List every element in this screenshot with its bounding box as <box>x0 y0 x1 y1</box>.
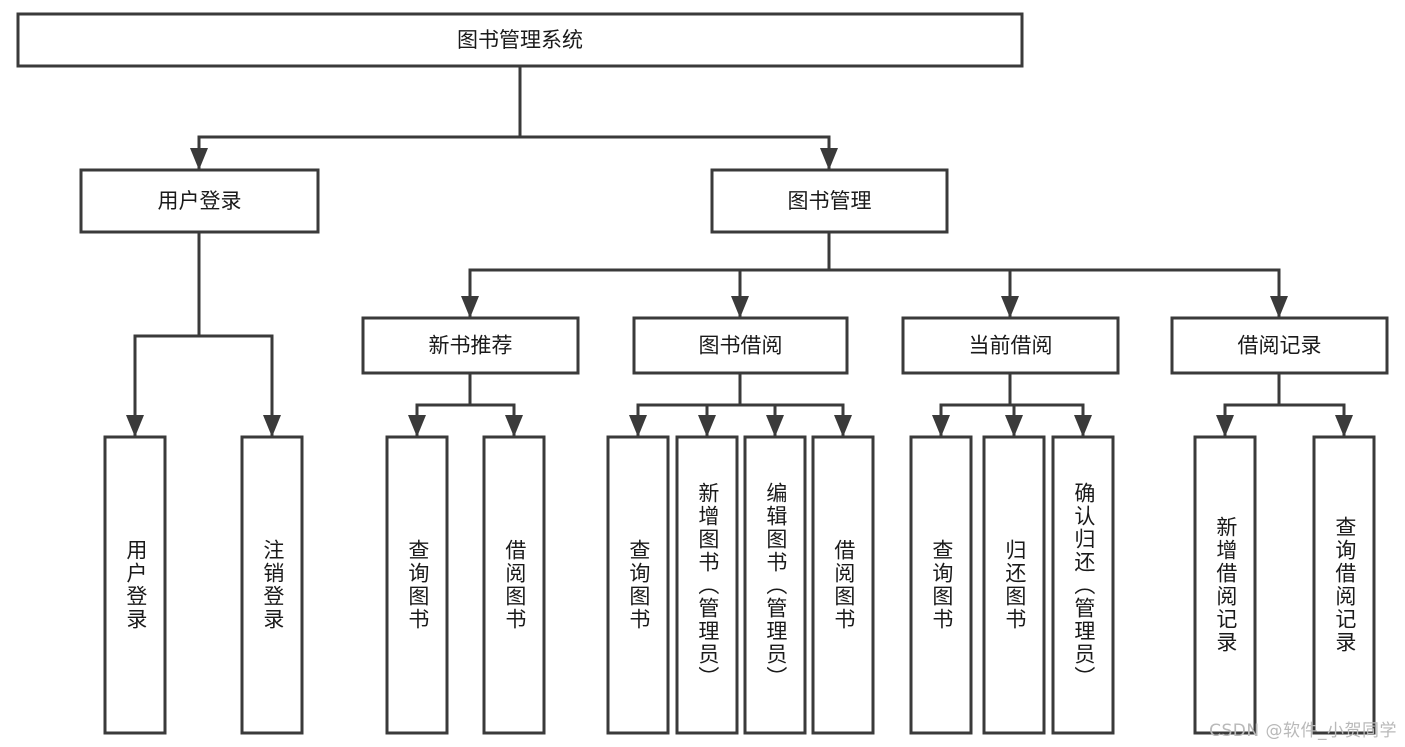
node-leaf-confirm-return-box <box>1051 435 1115 735</box>
node-leaf-edit-book-box <box>743 435 807 735</box>
csdn-watermark: CSDN @软件_小贺同学 <box>1209 721 1397 741</box>
arrow-head <box>1001 296 1019 318</box>
node-book-borrow-label: 图书借阅 <box>699 334 783 358</box>
arrow-head <box>1216 415 1234 437</box>
arrow-head <box>698 415 716 437</box>
node-book-manage-box <box>710 168 949 234</box>
node-leaf-borrow-book-1-box <box>482 435 546 735</box>
node-borrow-record-label: 借阅记录 <box>1238 334 1322 358</box>
node-borrow-record-box <box>1170 316 1389 375</box>
arrow-head <box>766 415 784 437</box>
node-book-manage-label: 图书管理 <box>788 189 872 213</box>
node-leaf-logout-login-box <box>240 435 304 735</box>
node-current-borrow-label: 当前借阅 <box>969 334 1053 358</box>
node-root-label: 图书管理系统 <box>457 28 583 52</box>
node-root-box <box>16 12 1024 68</box>
node-current-borrow-box <box>901 316 1120 375</box>
arrow-head <box>1335 415 1353 437</box>
node-box-layer <box>16 12 1389 735</box>
arrow-head <box>731 296 749 318</box>
arrow-head <box>834 415 852 437</box>
arrow-head <box>505 415 523 437</box>
node-leaf-user-login-box <box>103 435 167 735</box>
node-leaf-query-book-1-box <box>385 435 449 735</box>
arrow-head <box>820 148 838 170</box>
node-leaf-borrow-book-2-box <box>811 435 875 735</box>
arrow-head <box>408 415 426 437</box>
arrow-head <box>629 415 647 437</box>
node-leaf-add-borrow-record-box <box>1193 435 1257 735</box>
node-user-login-label: 用户登录 <box>158 189 242 213</box>
arrow-head <box>190 148 208 170</box>
arrow-head <box>263 415 281 437</box>
node-leaf-query-book-2-box <box>606 435 670 735</box>
node-book-borrow-box <box>632 316 849 375</box>
arrow-head <box>1005 415 1023 437</box>
arrow-head <box>1074 415 1092 437</box>
node-leaf-query-book-3-box <box>909 435 973 735</box>
arrow-head <box>932 415 950 437</box>
node-leaf-return-book-box <box>982 435 1046 735</box>
node-leaf-query-borrow-record-box <box>1312 435 1376 735</box>
node-new-book-recommend-label: 新书推荐 <box>429 334 513 358</box>
arrow-head <box>126 415 144 437</box>
connector-layer <box>126 64 1353 439</box>
node-leaf-add-book-box <box>675 435 739 735</box>
arrow-head <box>1270 296 1288 318</box>
node-new-book-recommend-box <box>361 316 580 375</box>
node-user-login-box <box>79 168 320 234</box>
arrow-head <box>461 296 479 318</box>
